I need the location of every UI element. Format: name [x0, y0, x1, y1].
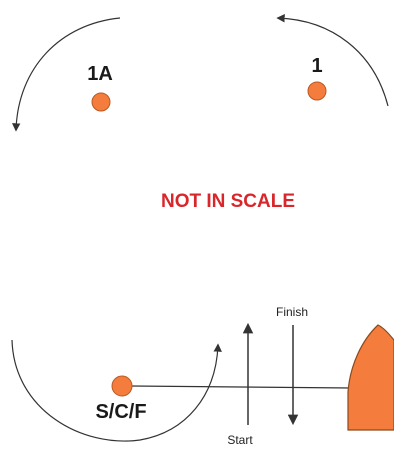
start-finish-line	[130, 385, 353, 389]
mark-1a-buoy-icon	[91, 92, 111, 112]
mark-1-label: 1	[311, 55, 322, 77]
mark-1-buoy-icon	[307, 81, 327, 101]
start-label: Start	[227, 433, 253, 447]
finish-label: Finish	[276, 305, 308, 319]
not-in-scale-notice: NOT IN SCALE	[161, 191, 295, 212]
mark-1a-label: 1A	[87, 63, 113, 85]
rounding-arrow-mark-1	[276, 14, 389, 107]
committee-boat-icon	[347, 324, 394, 431]
rounding-arrow-scf	[11, 339, 222, 442]
rounding-arrow-mark-1a	[12, 17, 121, 132]
scf-mark-label: S/C/F	[95, 401, 146, 423]
scf-mark-buoy-icon	[111, 375, 133, 397]
